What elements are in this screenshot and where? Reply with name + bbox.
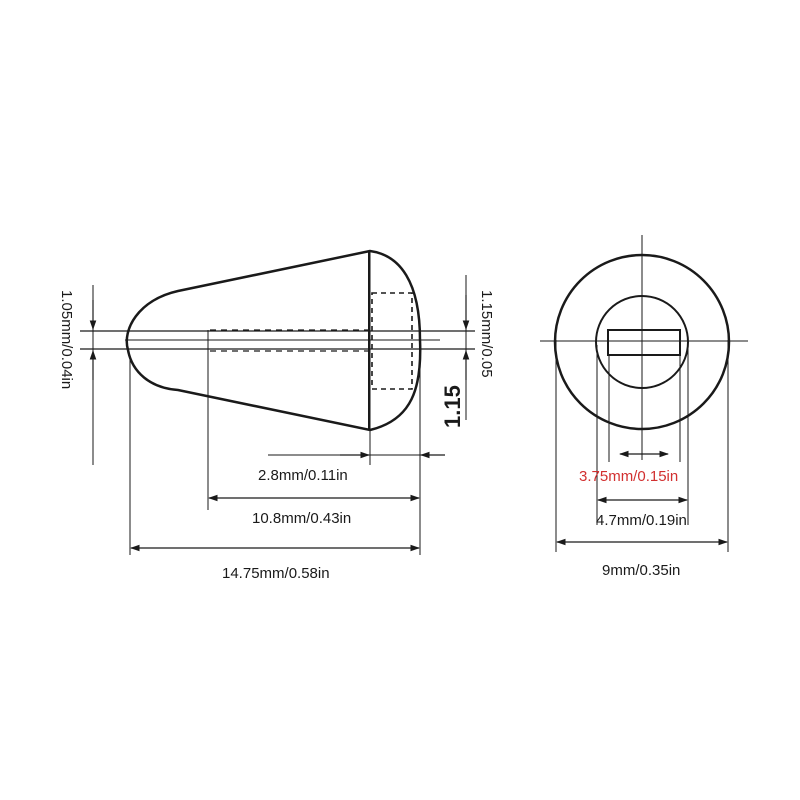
- total-length-label: 14.75mm/0.58in: [222, 565, 330, 582]
- tip-dim-label: 1.15: [440, 385, 465, 428]
- slot-rectangle: [607, 329, 681, 356]
- slot-hidden-outline: [371, 292, 413, 390]
- end-view: 3.75mm/0.15in 4.7mm/0.19in 9mm/0.35in: [540, 235, 748, 579]
- outer-diameter-label: 9mm/0.35in: [602, 562, 680, 579]
- right-dim-label: 1.15mm/0.05: [478, 290, 495, 378]
- knob-side-outline: [125, 249, 422, 432]
- slot-width-label: 3.75mm/0.15in: [579, 468, 678, 485]
- inner-diameter-label: 4.7mm/0.19in: [596, 512, 687, 529]
- side-view: 2.8mm/0.11in 10.8mm/0.43in 14.75mm/0.58i…: [58, 249, 495, 582]
- body-length-label: 10.8mm/0.43in: [252, 510, 351, 527]
- slot-depth-label: 2.8mm/0.11in: [258, 467, 348, 484]
- left-dim-label: 1.05mm/0.04in: [58, 290, 75, 389]
